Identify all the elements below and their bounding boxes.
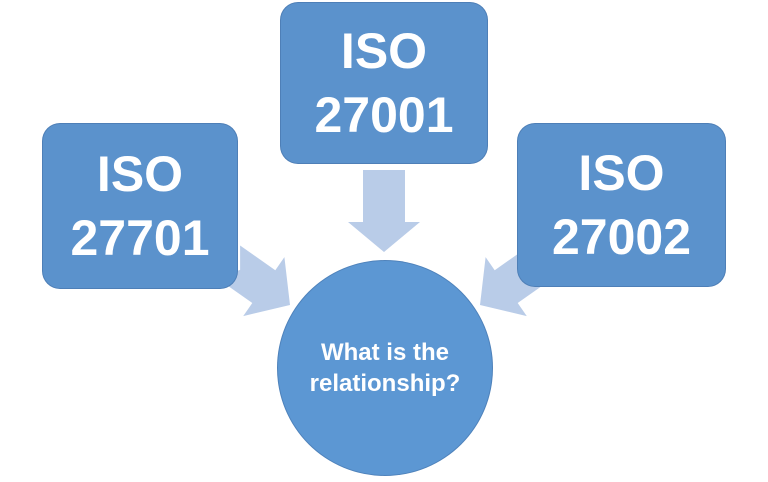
node-question-circle: What is the relationship? bbox=[277, 260, 493, 476]
circle-label-line1: What is the bbox=[320, 338, 449, 366]
node-iso-27001: ISO 27001 bbox=[280, 2, 488, 164]
node-label-line2: 27002 bbox=[551, 209, 692, 265]
node-label-line1: ISO bbox=[96, 146, 184, 202]
node-label-line2: 27701 bbox=[70, 210, 210, 266]
node-iso-27002: ISO 27002 bbox=[517, 123, 726, 287]
arrow-down-right-icon bbox=[217, 245, 290, 317]
arrow-down-left-icon bbox=[480, 245, 553, 317]
node-label-line1: ISO bbox=[340, 23, 428, 79]
node-iso-27701: ISO 27701 bbox=[42, 123, 238, 289]
node-label-line1: ISO bbox=[578, 145, 665, 201]
node-label-line2: 27001 bbox=[314, 87, 454, 143]
circle-label-line2: relationship? bbox=[309, 370, 461, 397]
arrow-down-icon bbox=[348, 170, 420, 252]
